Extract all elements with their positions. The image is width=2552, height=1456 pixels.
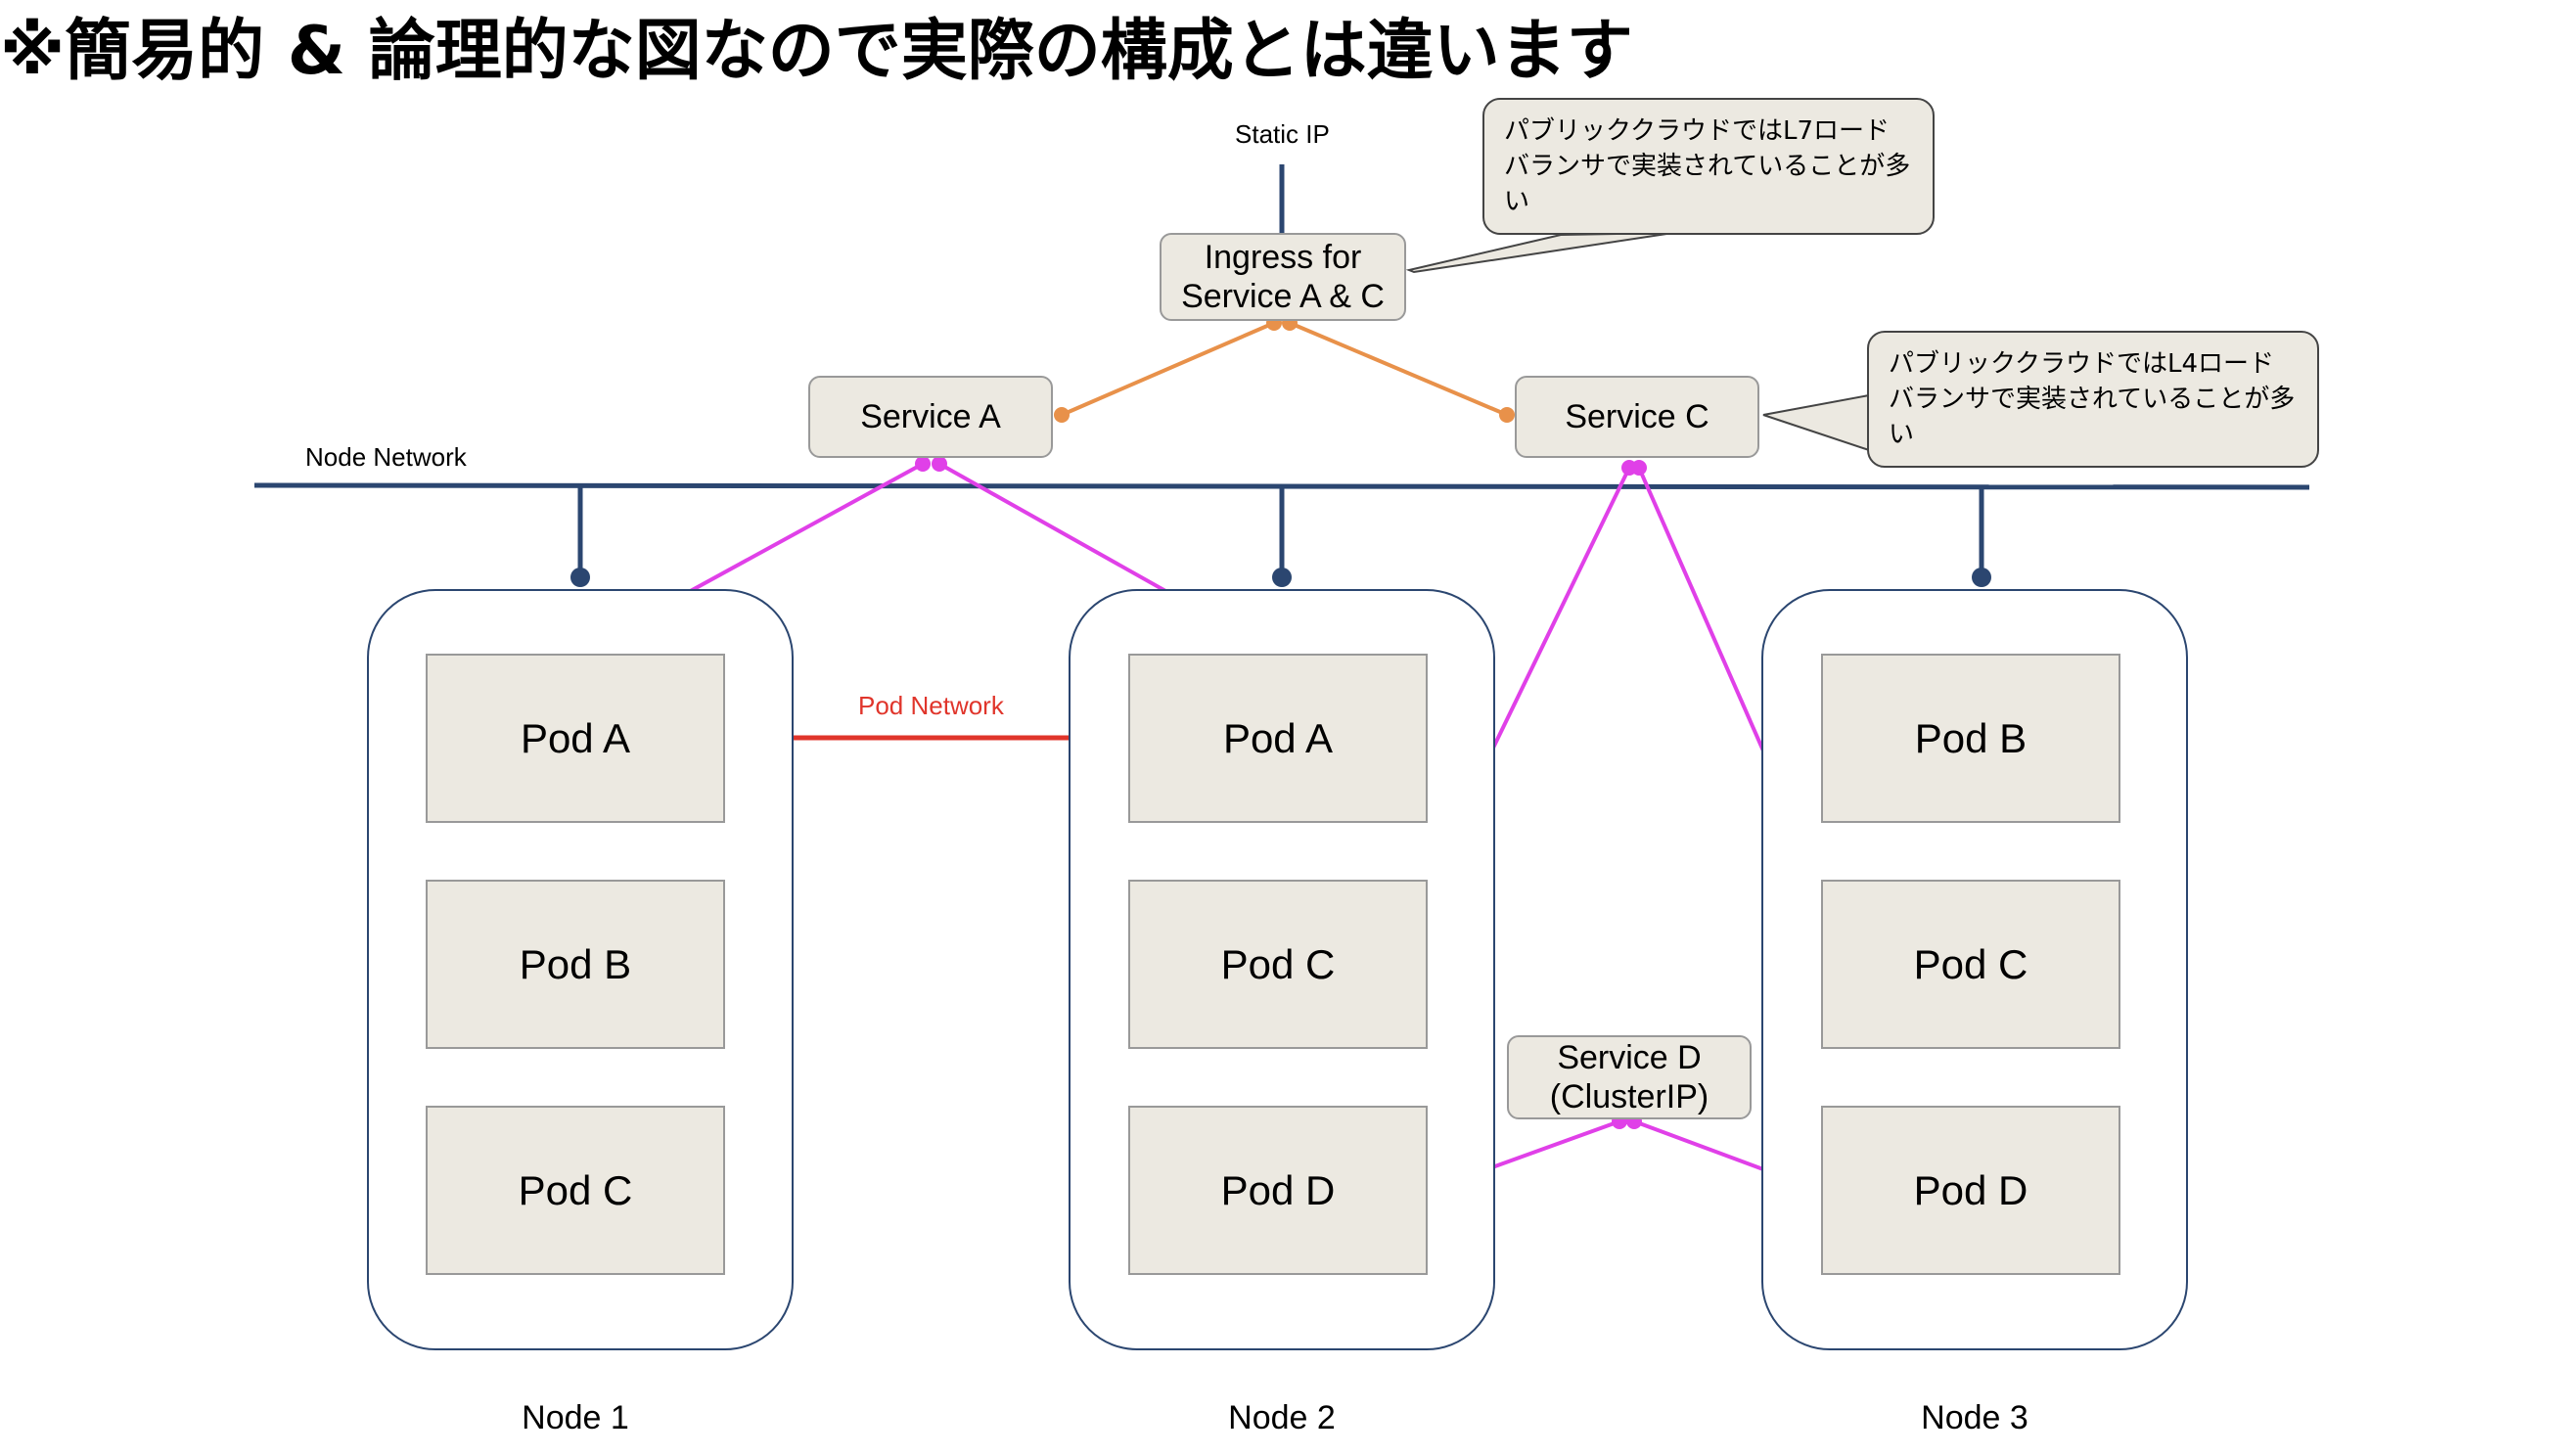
- service-d-label-line2: (ClusterIP): [1549, 1078, 1709, 1115]
- node-network-label: Node Network: [305, 442, 467, 472]
- node-3-pod-c[interactable]: Pod C: [1821, 880, 2120, 1049]
- callout-l4-text: パブリッククラウドではL4ロードバランサで実装されていることが多い: [1889, 349, 2296, 449]
- ingress-to-service-a: [1061, 321, 1275, 417]
- ingress-label-line1: Ingress for: [1204, 239, 1362, 276]
- node-2-label: Node 2: [1228, 1399, 1336, 1436]
- callout-l4-tail: [1762, 393, 1870, 452]
- ingress-to-service-c: [1289, 321, 1508, 417]
- node-1-label: Node 1: [522, 1399, 629, 1436]
- service-d-label-line1: Service D: [1557, 1039, 1702, 1076]
- service-c-box[interactable]: Service C: [1515, 376, 1759, 458]
- node3-port: [1972, 568, 1991, 587]
- node-1-pod-a[interactable]: Pod A: [426, 654, 725, 823]
- service-c-label: Service C: [1565, 398, 1709, 435]
- node-3-label: Node 3: [1921, 1399, 2028, 1436]
- callout-l4: パブリッククラウドではL4ロードバランサで実装されていることが多い: [1867, 331, 2319, 468]
- service-a-box[interactable]: Service A: [808, 376, 1053, 458]
- service-d-box[interactable]: Service D (ClusterIP): [1507, 1035, 1752, 1119]
- callout-l7: パブリッククラウドではL7ロードバランサで実装されていることが多い: [1482, 98, 1935, 235]
- callout-l7-tail: [1405, 232, 1674, 274]
- ingress-label-line2: Service A & C: [1181, 278, 1385, 315]
- node-2-pod-d[interactable]: Pod D: [1128, 1106, 1428, 1275]
- ingress-box[interactable]: Ingress for Service A & C: [1160, 233, 1406, 321]
- node-3-pod-d[interactable]: Pod D: [1821, 1106, 2120, 1275]
- node-2-pod-a[interactable]: Pod A: [1128, 654, 1428, 823]
- node1-port: [570, 568, 590, 587]
- static-ip-label: Static IP: [1235, 119, 1330, 149]
- page-title: ※簡易的 & 論理的な図なので実際の構成とは違います: [0, 13, 1633, 90]
- node-1-pod-c[interactable]: Pod C: [426, 1106, 725, 1275]
- node-1-pod-b[interactable]: Pod B: [426, 880, 725, 1049]
- pod-network-label: Pod Network: [858, 691, 1004, 720]
- node2-port: [1272, 568, 1292, 587]
- service-a-label: Service A: [860, 398, 1001, 435]
- node-2-pod-c[interactable]: Pod C: [1128, 880, 1428, 1049]
- callout-l7-text: パブリッククラウドではL7ロードバランサで実装されていることが多い: [1504, 116, 1911, 216]
- node-3-pod-b[interactable]: Pod B: [1821, 654, 2120, 823]
